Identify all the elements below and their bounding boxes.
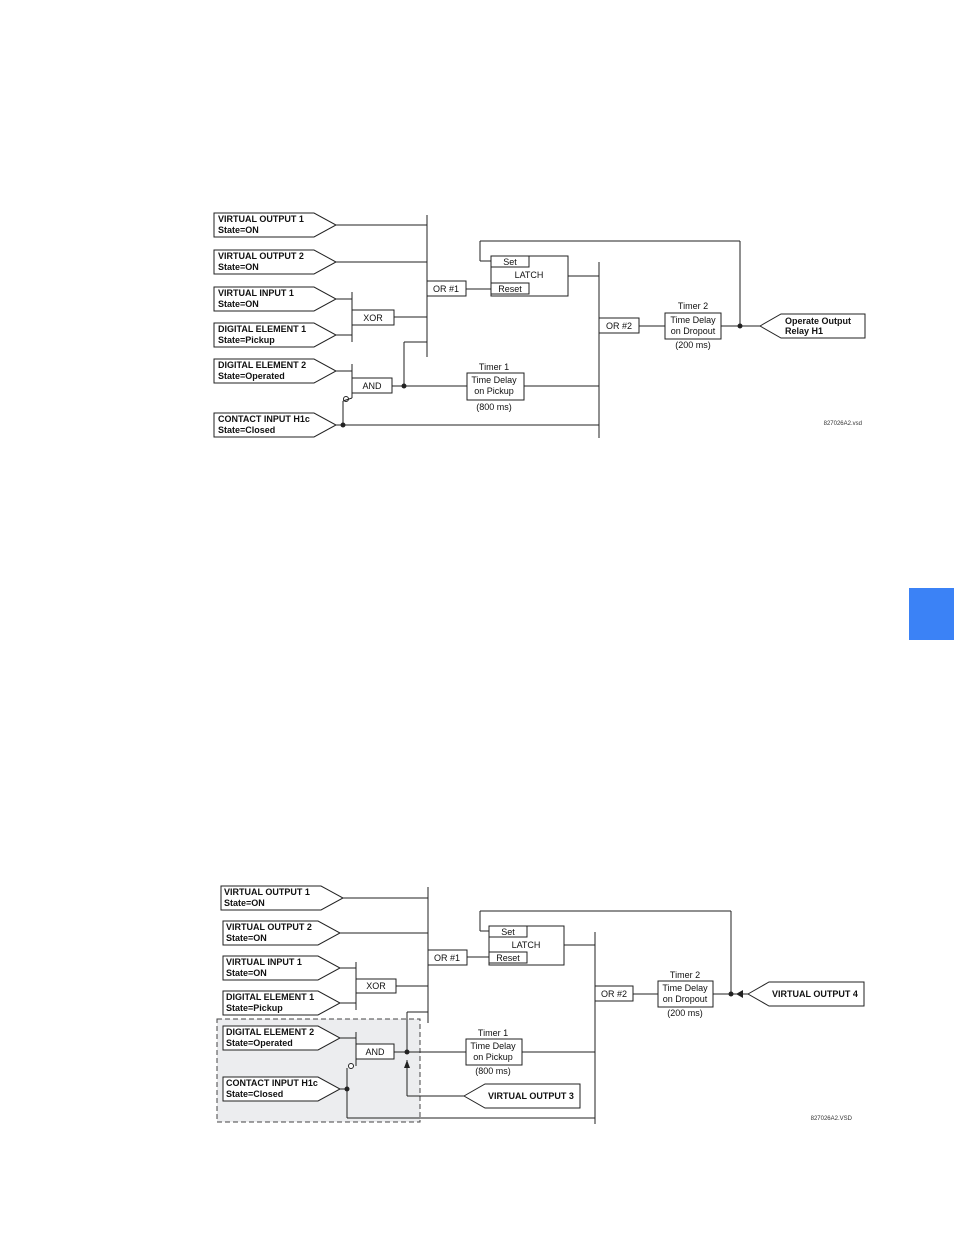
- svg-text:OR #2: OR #2: [606, 321, 632, 331]
- svg-text:Reset: Reset: [498, 284, 522, 294]
- svg-text:State=Operated: State=Operated: [218, 371, 285, 381]
- svg-text:827026A2.VSD: 827026A2.VSD: [811, 1116, 853, 1122]
- svg-text:VIRTUAL OUTPUT 2: VIRTUAL OUTPUT 2: [218, 251, 304, 261]
- input-digital-element-1: DIGITAL ELEMENT 1 State=Pickup: [213, 322, 338, 348]
- svg-text:LATCH: LATCH: [515, 270, 544, 280]
- svg-text:on Dropout: on Dropout: [663, 994, 708, 1004]
- svg-text:on Dropout: on Dropout: [671, 326, 716, 336]
- svg-text:DIGITAL ELEMENT 1: DIGITAL ELEMENT 1: [218, 324, 306, 334]
- svg-text:VIRTUAL OUTPUT 2: VIRTUAL OUTPUT 2: [226, 922, 312, 932]
- svg-text:(200 ms): (200 ms): [667, 1008, 703, 1018]
- svg-text:VIRTUAL OUTPUT 1: VIRTUAL OUTPUT 1: [218, 214, 304, 224]
- svg-text:Operate Output: Operate Output: [785, 316, 851, 326]
- svg-text:OR #1: OR #1: [434, 953, 460, 963]
- svg-text:Set: Set: [501, 927, 515, 937]
- svg-text:Set: Set: [503, 257, 517, 267]
- virtual-output-4: VIRTUAL OUTPUT 4: [746, 981, 865, 1007]
- svg-text:State=ON: State=ON: [218, 299, 259, 309]
- svg-text:State=Closed: State=Closed: [226, 1089, 283, 1099]
- svg-text:on Pickup: on Pickup: [473, 1052, 513, 1062]
- timer-1: Timer 1 Time Delay on Pickup (800 ms): [465, 1028, 523, 1076]
- svg-text:XOR: XOR: [366, 981, 386, 991]
- input-digital-element-1: DIGITAL ELEMENT 1 State=Pickup: [222, 990, 342, 1016]
- input-virtual-input-1: VIRTUAL INPUT 1 State=ON: [222, 955, 342, 981]
- svg-text:VIRTUAL OUTPUT 1: VIRTUAL OUTPUT 1: [224, 887, 310, 897]
- svg-text:VIRTUAL INPUT 1: VIRTUAL INPUT 1: [226, 957, 302, 967]
- chapter-tab: [909, 588, 954, 640]
- svg-text:CONTACT INPUT H1c: CONTACT INPUT H1c: [218, 414, 310, 424]
- latch: Set LATCH Reset: [490, 255, 569, 297]
- svg-text:LATCH: LATCH: [512, 940, 541, 950]
- svg-text:State=ON: State=ON: [224, 898, 265, 908]
- svg-text:Timer 2: Timer 2: [670, 970, 700, 980]
- input-virtual-output-2: VIRTUAL OUTPUT 2 State=ON: [213, 249, 338, 275]
- svg-text:VIRTUAL OUTPUT 3: VIRTUAL OUTPUT 3: [488, 1091, 574, 1101]
- diagram-2: VIRTUAL OUTPUT 1 State=ON VIRTUAL OUTPUT…: [216, 885, 865, 1124]
- timer-2: Timer 2 Time Delay on Dropout (200 ms): [664, 301, 722, 350]
- svg-text:DIGITAL ELEMENT 1: DIGITAL ELEMENT 1: [226, 992, 314, 1002]
- svg-text:Timer 1: Timer 1: [478, 1028, 508, 1038]
- svg-text:(200 ms): (200 ms): [675, 340, 711, 350]
- svg-text:VIRTUAL OUTPUT 4: VIRTUAL OUTPUT 4: [772, 989, 858, 999]
- svg-text:on Pickup: on Pickup: [474, 386, 514, 396]
- input-contact-input-h1c: CONTACT INPUT H1c State=Closed: [222, 1076, 342, 1102]
- svg-text:Reset: Reset: [496, 953, 520, 963]
- input-virtual-output-1: VIRTUAL OUTPUT 1 State=ON: [220, 885, 345, 911]
- svg-text:OR #2: OR #2: [601, 989, 627, 999]
- svg-text:(800 ms): (800 ms): [476, 402, 512, 412]
- input-virtual-output-2: VIRTUAL OUTPUT 2 State=ON: [222, 920, 342, 946]
- input-virtual-output-1: VIRTUAL OUTPUT 1 State=ON: [213, 212, 338, 238]
- svg-text:State=ON: State=ON: [226, 933, 267, 943]
- svg-text:Timer 2: Timer 2: [678, 301, 708, 311]
- svg-text:CONTACT INPUT H1c: CONTACT INPUT H1c: [226, 1078, 318, 1088]
- svg-text:Time Delay: Time Delay: [670, 315, 716, 325]
- latch: Set LATCH Reset: [488, 925, 565, 966]
- svg-text:OR #1: OR #1: [433, 284, 459, 294]
- svg-text:State=ON: State=ON: [226, 968, 267, 978]
- input-digital-element-2: DIGITAL ELEMENT 2 State=Operated: [222, 1025, 342, 1051]
- svg-text:Time Delay: Time Delay: [471, 375, 517, 385]
- svg-text:State=Operated: State=Operated: [226, 1038, 293, 1048]
- svg-text:Timer 1: Timer 1: [479, 362, 509, 372]
- svg-text:State=Pickup: State=Pickup: [226, 1003, 283, 1013]
- input-virtual-input-1: VIRTUAL INPUT 1 State=ON: [213, 286, 338, 312]
- svg-text:(800 ms): (800 ms): [475, 1066, 511, 1076]
- timer-2: Timer 2 Time Delay on Dropout (200 ms): [657, 970, 714, 1018]
- svg-text:AND: AND: [362, 381, 382, 391]
- svg-text:Time Delay: Time Delay: [662, 983, 708, 993]
- svg-text:State=Pickup: State=Pickup: [218, 335, 275, 345]
- svg-text:XOR: XOR: [363, 313, 383, 323]
- timer-1: Timer 1 Time Delay on Pickup (800 ms): [466, 362, 525, 412]
- svg-text:VIRTUAL INPUT 1: VIRTUAL INPUT 1: [218, 288, 294, 298]
- input-contact-input-h1c: CONTACT INPUT H1c State=Closed: [213, 412, 338, 438]
- svg-text:DIGITAL ELEMENT 2: DIGITAL ELEMENT 2: [226, 1027, 314, 1037]
- svg-text:Time Delay: Time Delay: [470, 1041, 516, 1051]
- virtual-output-3: VIRTUAL OUTPUT 3: [462, 1083, 581, 1109]
- svg-text:State=Closed: State=Closed: [218, 425, 275, 435]
- svg-text:Relay H1: Relay H1: [785, 326, 823, 336]
- output-relay-h1: Operate Output Relay H1: [758, 313, 866, 339]
- svg-text:AND: AND: [365, 1047, 385, 1057]
- diagram-1: VIRTUAL OUTPUT 1 State=ON VIRTUAL OUTPUT…: [213, 212, 866, 438]
- svg-text:State=ON: State=ON: [218, 225, 259, 235]
- svg-text:827026A2.vsd: 827026A2.vsd: [824, 421, 862, 427]
- svg-text:DIGITAL ELEMENT 2: DIGITAL ELEMENT 2: [218, 360, 306, 370]
- input-digital-element-2: DIGITAL ELEMENT 2 State=Operated: [213, 358, 338, 384]
- svg-text:State=ON: State=ON: [218, 262, 259, 272]
